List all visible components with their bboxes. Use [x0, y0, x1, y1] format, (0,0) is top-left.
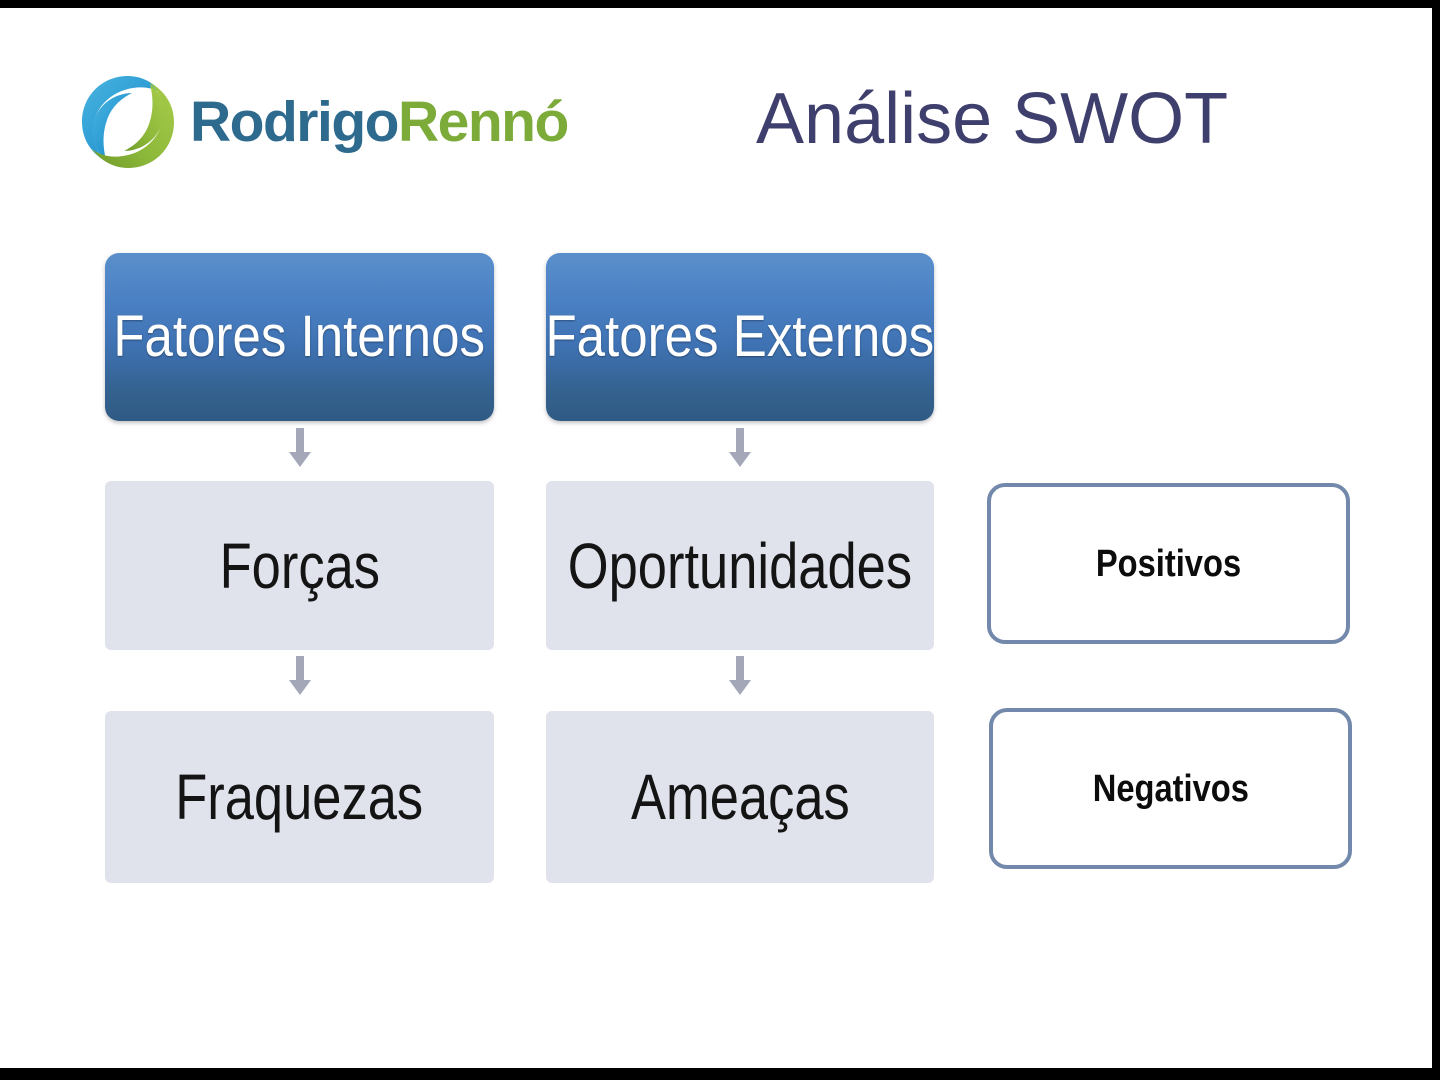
brand-logo-text: RodrigoRennó — [190, 93, 569, 151]
rodrigo-renno-logo-icon — [76, 70, 180, 174]
polarity-label-negativos: Negativos — [1092, 767, 1249, 810]
polarity-box-positivos: Positivos — [987, 483, 1350, 644]
polarity-label-positivos: Positivos — [1095, 542, 1242, 585]
brand-name-second: Rennó — [397, 89, 569, 154]
brand-logo: RodrigoRennó — [76, 68, 569, 176]
down-arrow-icon — [727, 428, 753, 468]
page-title: Análise SWOT — [756, 79, 1229, 159]
brand-name-first: Rodrigo — [190, 89, 399, 154]
factor-box-fraquezas: Fraquezas — [105, 711, 494, 883]
slide-canvas: RodrigoRennó Análise SWOT Fatores Intern… — [0, 8, 1432, 1068]
polarity-box-negativos: Negativos — [989, 708, 1352, 869]
factor-label-ameacas: Ameaças — [630, 761, 850, 833]
factor-box-forcas: Forças — [105, 481, 494, 650]
factor-box-ameacas: Ameaças — [546, 711, 934, 883]
header-box-external-factors: Fatores Externos — [546, 253, 934, 421]
factor-label-fraquezas: Fraquezas — [175, 761, 424, 833]
factor-box-oportunidades: Oportunidades — [546, 481, 934, 650]
header-label-external-factors: Fatores Externos — [545, 304, 935, 369]
factor-label-forcas: Forças — [219, 529, 380, 602]
header-label-internal-factors: Fatores Internos — [113, 304, 486, 369]
header-box-internal-factors: Fatores Internos — [105, 253, 494, 421]
factor-label-oportunidades: Oportunidades — [567, 529, 913, 602]
down-arrow-icon — [287, 428, 313, 468]
down-arrow-icon — [727, 656, 753, 696]
down-arrow-icon — [287, 656, 313, 696]
